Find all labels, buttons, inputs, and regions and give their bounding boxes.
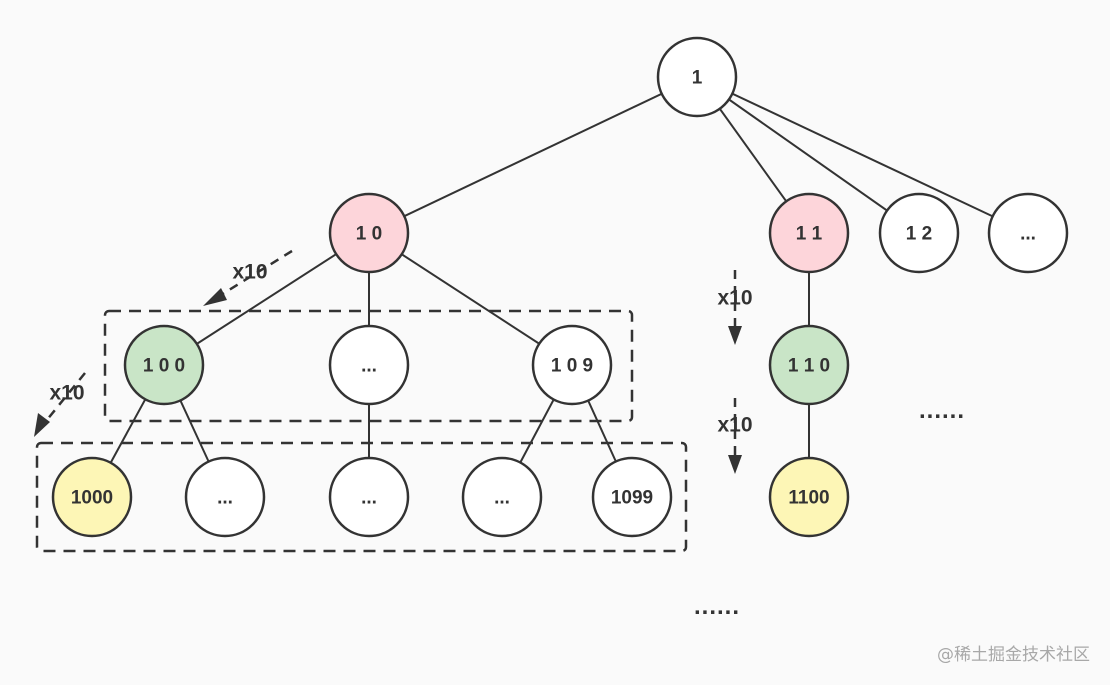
node-circle [531, 324, 613, 406]
multiplier-arrow-right-bottom: x10 [717, 398, 753, 474]
multiplier-label-right-bottom: x10 [717, 414, 752, 437]
tree-node-nB3: ... [461, 456, 543, 538]
edge-n1-n10 [368, 76, 698, 234]
tree-node-nB2: ... [328, 456, 410, 538]
ellipsis-bottom: ...... [694, 593, 740, 620]
node-label: 1 1 [796, 224, 823, 245]
node-circle [184, 456, 266, 538]
tree-node-n10: 1 0 [328, 192, 410, 274]
node-circle [591, 456, 673, 538]
node-label: ... [1020, 224, 1036, 245]
group-box-level-3 [103, 309, 634, 423]
node-circle [461, 456, 543, 538]
node-circle [768, 192, 850, 274]
multiplier-arrow-right-top: x10 [717, 270, 753, 345]
node-circle [328, 456, 410, 538]
tree-node-n12: 1 2 [878, 192, 960, 274]
tree-node-n11: 1 1 [768, 192, 850, 274]
watermark: @稀土掘金技术社区 [937, 645, 1090, 665]
tree-node-n1000: 1000 [51, 456, 133, 538]
edge-n10-n109 [368, 232, 573, 366]
node-label: 1 0 [356, 224, 382, 245]
node-label: 1 0 0 [143, 356, 185, 377]
tree-node-n1099: 1099 [591, 456, 673, 538]
node-label: 1100 [788, 488, 829, 509]
tree-node-n1100: 1100 [768, 456, 850, 538]
node-label: 1099 [611, 488, 653, 509]
node-circle [987, 192, 1069, 274]
node-circle [328, 192, 410, 274]
node-circle [328, 324, 410, 406]
node-label: ... [361, 488, 377, 509]
node-label: ... [494, 488, 510, 509]
tree-node-n110: 1 1 0 [768, 324, 850, 406]
node-label: 1 1 0 [788, 356, 830, 377]
node-circle [656, 36, 738, 118]
tree-node-n109: 1 0 9 [531, 324, 613, 406]
node-circle [878, 192, 960, 274]
multiplier-arrow-left-top: x10 [203, 249, 293, 306]
multiplier-label-left-top: x10 [232, 261, 267, 284]
multiplier-arrow-left-bottom: x10 [34, 372, 86, 437]
node-label: 1 0 9 [551, 356, 593, 377]
node-label: ... [217, 488, 233, 509]
node-label: 1 [692, 68, 703, 89]
group-box-level-4 [35, 441, 688, 553]
nodes-layer: 1 1 0 1 1 1 2... 1 0 0... 1 0 9 1000......... 1… [51, 36, 1069, 538]
edge-n1-n12 [696, 76, 920, 234]
ellipsis-right: ...... [919, 397, 965, 424]
tree-node-nB1: ... [184, 456, 266, 538]
tree-node-nM1: ... [328, 324, 410, 406]
tree-node-n1: 1 [656, 36, 738, 118]
edge-n1-nR [696, 76, 1029, 234]
multiplier-label-left-bottom: x10 [49, 382, 84, 405]
node-circle [768, 456, 850, 538]
tree-node-n100: 1 0 0 [123, 324, 205, 406]
edge-n10-n100 [163, 232, 370, 366]
node-label: 1 2 [906, 224, 932, 245]
tree-node-nR: ... [987, 192, 1069, 274]
node-circle [123, 324, 205, 406]
multiplier-label-right-top: x10 [717, 287, 752, 310]
node-label: 1000 [71, 488, 113, 509]
node-circle [768, 324, 850, 406]
node-circle [51, 456, 133, 538]
node-label: ... [361, 356, 377, 377]
